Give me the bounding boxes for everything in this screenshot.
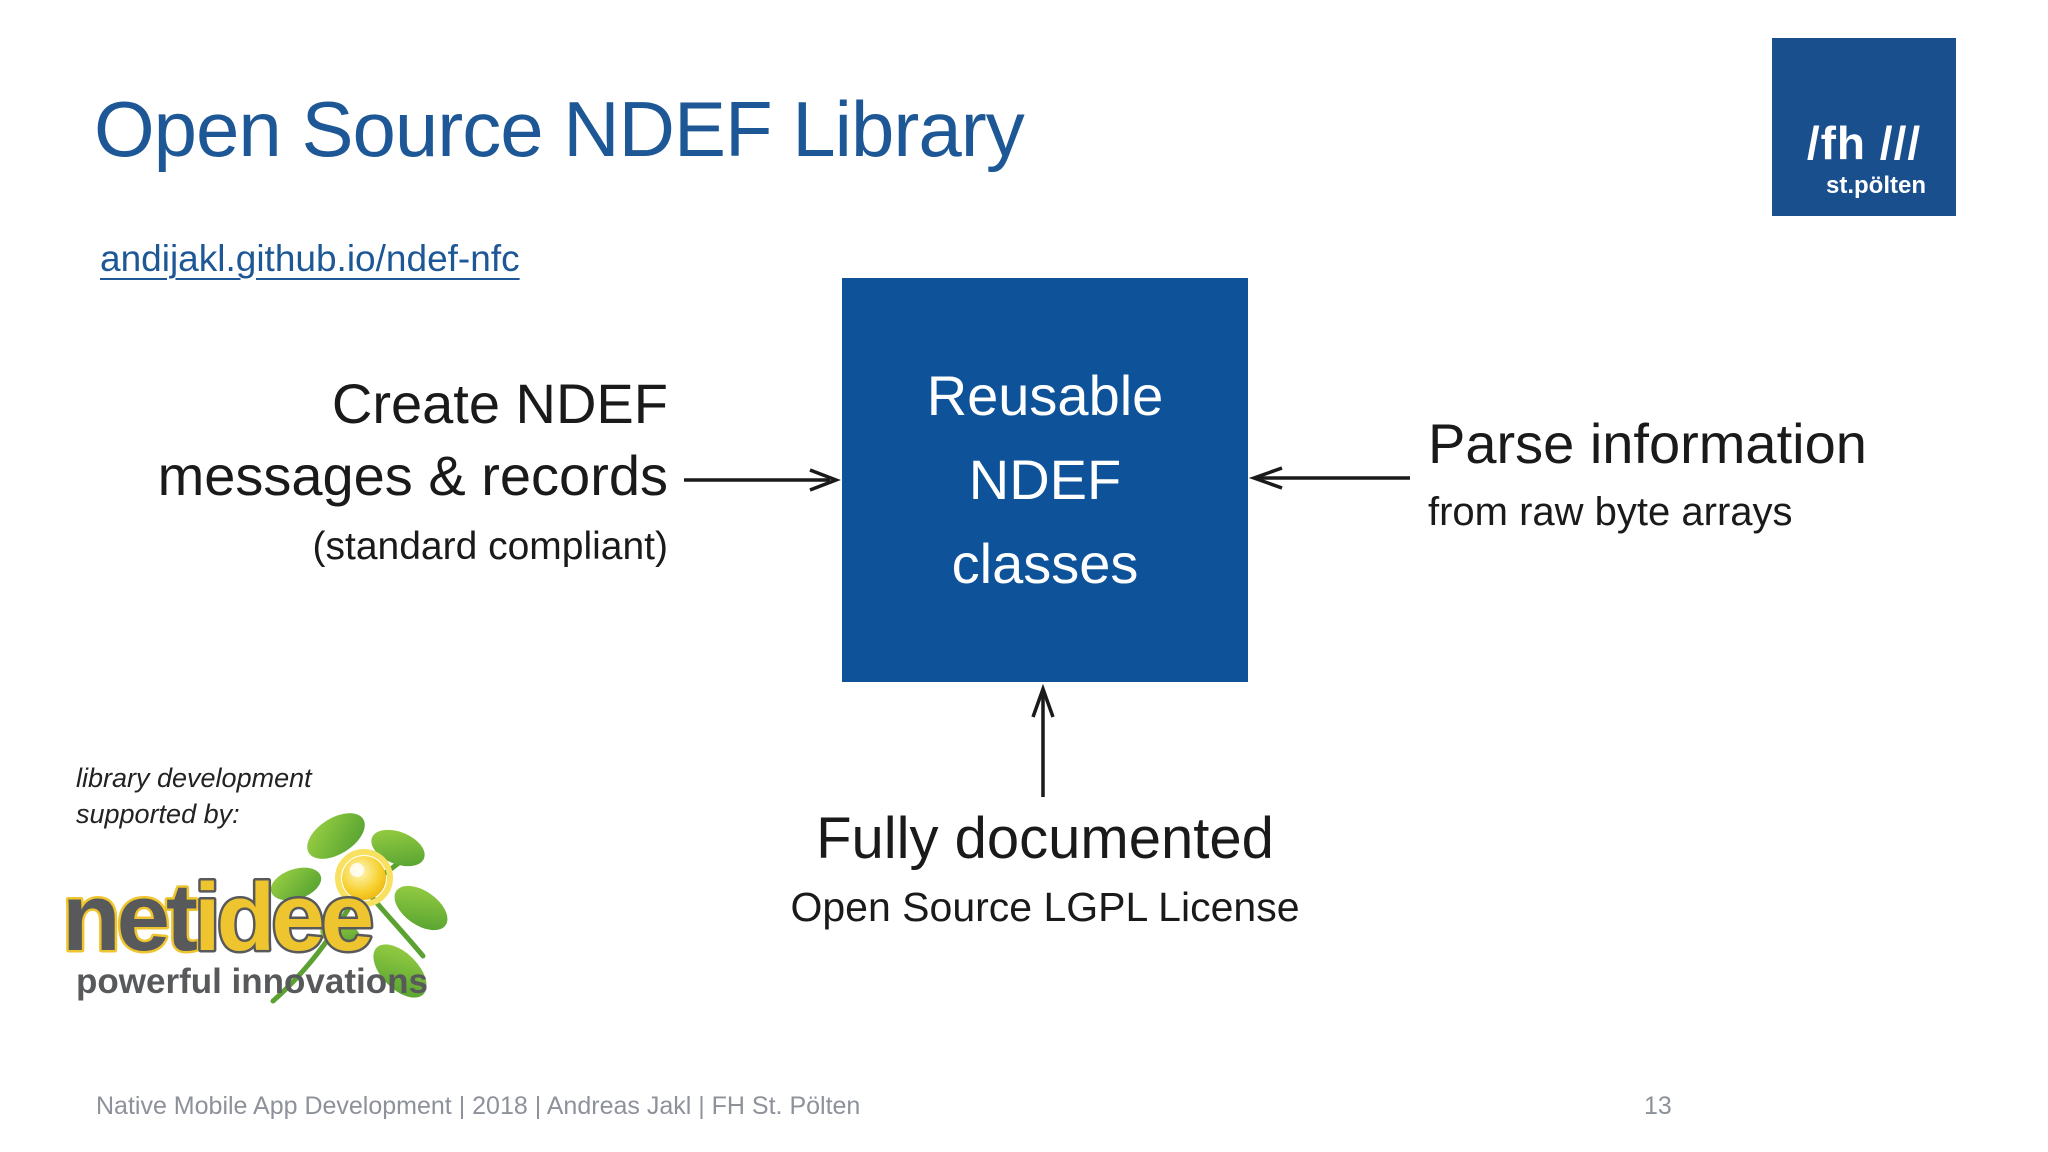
fh-stpoelten-logo: /fh /// st.pölten <box>1772 38 1956 216</box>
fully-documented-label: Fully documented Open Source LGPL Licens… <box>545 806 1545 934</box>
svg-text:netidee: netidee <box>62 864 372 971</box>
standard-compliant-note: (standard compliant) <box>312 525 669 568</box>
netidee-wordmark-net: net <box>62 864 197 971</box>
parse-information-label: Parse information from raw byte arrays <box>1428 412 1867 538</box>
sponsor-caption: library development supported by: <box>76 760 312 832</box>
arrow-left-to-box-icon <box>684 468 841 492</box>
create-ndef-line-2: messages & records <box>157 444 668 507</box>
lgpl-license-line-2: Open Source LGPL License <box>790 884 1300 930</box>
page-title: Open Source NDEF Library <box>94 85 1025 173</box>
netidee-wordmark-idee: idee <box>194 864 372 971</box>
netidee-tagline: powerful innovations <box>76 962 428 1001</box>
project-link[interactable]: andijakl.github.io/ndef-nfc <box>100 238 520 279</box>
sponsor-caption-line-1: library development <box>76 763 312 793</box>
sponsor-caption-line-2: supported by: <box>76 799 240 829</box>
fh-logo-wordmark: /fh /// <box>1806 117 1922 169</box>
footer-credit: Native Mobile App Development | 2018 | A… <box>96 1092 861 1120</box>
fully-documented-line-1: Fully documented <box>816 806 1274 871</box>
arrow-right-to-box-icon <box>1248 466 1410 490</box>
netidee-leaves-icon <box>270 813 448 1004</box>
parse-info-line-1: Parse information <box>1428 412 1867 475</box>
page-number: 13 <box>1644 1092 1672 1120</box>
box-line-2: NDEF <box>968 448 1122 511</box>
reusable-ndef-classes-box: Reusable NDEF classes <box>842 278 1248 682</box>
create-ndef-label: Create NDEF messages & records (standard… <box>60 368 668 574</box>
parse-info-line-2: from raw byte arrays <box>1428 490 1793 534</box>
box-line-1: Reusable <box>926 364 1164 427</box>
netidee-logo: netidee <box>60 862 379 974</box>
create-ndef-line-1: Create NDEF <box>331 372 668 435</box>
box-line-3: classes <box>951 532 1139 595</box>
arrow-bottom-to-box-icon <box>1031 683 1055 797</box>
fh-logo-location: st.pölten <box>1826 172 1926 199</box>
